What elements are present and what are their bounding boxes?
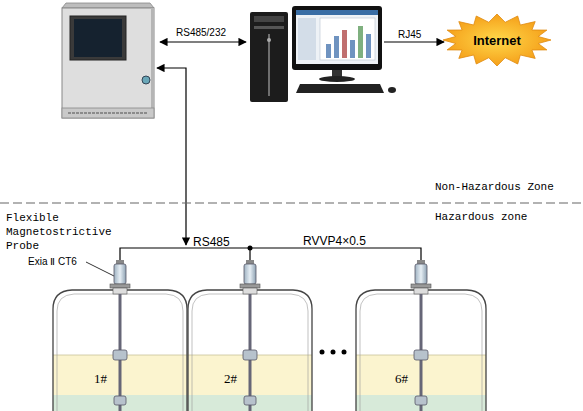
- storage-tank: 6#: [355, 285, 487, 411]
- rj45-link: [384, 41, 444, 42]
- tank-outline: [52, 285, 188, 411]
- storage-tank: 2#: [187, 285, 313, 411]
- tank-outline: [187, 285, 313, 411]
- cable-spec: RVVP4×0.5: [303, 234, 366, 248]
- controller-cabinet: [62, 3, 154, 118]
- leader-line: [86, 262, 114, 276]
- zone-label: Hazardous zone: [435, 211, 527, 223]
- rs485-232-link: [160, 41, 246, 42]
- field-bus: [120, 248, 421, 262]
- cloud-burst: Internet: [443, 14, 551, 66]
- link-label: RS485/232: [176, 27, 226, 38]
- signal-name: RS485: [193, 235, 230, 249]
- node-title: Internet: [443, 14, 551, 66]
- bus-junction: [248, 246, 253, 251]
- probe: [110, 260, 130, 411]
- tank-outline: [355, 285, 487, 411]
- tank-number: 6#: [395, 371, 408, 387]
- storage-tank: 1#: [52, 285, 188, 411]
- controller-bus-link: [157, 68, 186, 245]
- tank-number: 2#: [224, 371, 237, 387]
- rating-label: Exia Ⅱ CT6: [28, 256, 77, 267]
- zone-divider: [0, 202, 583, 203]
- tank-number: 1#: [94, 371, 107, 387]
- link-label: RJ45: [398, 29, 421, 40]
- ellipsis-dots: [320, 350, 347, 355]
- zone-label: Non-Hazardous Zone: [435, 181, 554, 193]
- computer: [250, 6, 396, 102]
- probe: [411, 260, 431, 411]
- part-name: Flexible Magnetostrictive Probe: [6, 211, 116, 253]
- probe: [240, 260, 260, 411]
